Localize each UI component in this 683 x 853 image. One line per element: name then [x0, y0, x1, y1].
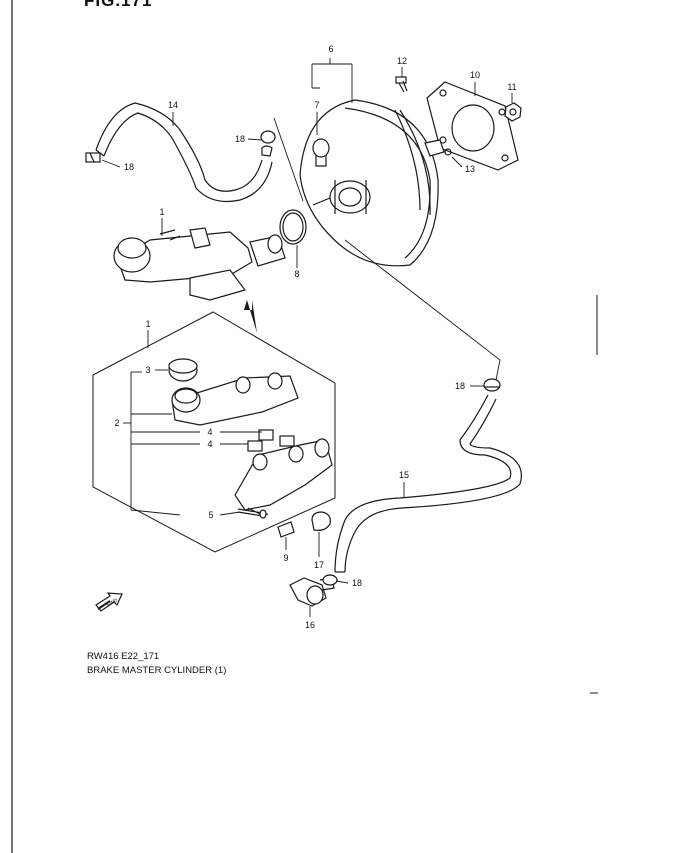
callout-18-bottom: 18: [352, 578, 362, 588]
callout-1-top: 1: [159, 207, 164, 217]
callout-16: 16: [305, 620, 315, 630]
callout-15: 15: [399, 470, 409, 480]
forward-arrow-label: FWD: [106, 597, 119, 608]
callout-7: 7: [314, 100, 319, 110]
callout-3: 3: [145, 365, 150, 375]
clevis: [424, 139, 452, 157]
piston-rod: [237, 508, 267, 519]
diagram-caption: BRAKE MASTER CYLINDER (1): [87, 665, 227, 676]
callout-4-a: 4: [207, 427, 212, 437]
check-valve: [289, 577, 335, 607]
direction-arrow-down: [244, 300, 257, 333]
diagram-code: RW416 E22_171: [87, 651, 160, 662]
clamp-upper: [260, 130, 276, 157]
grommets: [247, 429, 295, 452]
callout-18-left: 18: [124, 162, 134, 172]
callout-2: 2: [114, 418, 119, 428]
hose-15: [334, 394, 522, 573]
callout-11: 11: [507, 82, 516, 92]
bolt: [395, 76, 408, 93]
master-cylinder-assembly: [113, 227, 286, 301]
reservior-cap: [168, 358, 198, 382]
callout-13: 13: [465, 164, 475, 174]
callout-17: 17: [314, 560, 324, 570]
figure-title: FIG.171: [84, 0, 153, 10]
seal-9: [277, 521, 295, 538]
clip-17: [311, 511, 331, 531]
callout-4-b: 4: [207, 439, 212, 449]
cylinder-body: [234, 438, 333, 516]
callout-12: 12: [397, 56, 407, 66]
gasket: [426, 81, 519, 171]
callout-8: 8: [294, 269, 299, 279]
callout-5: 5: [208, 510, 213, 520]
brake-booster: [299, 99, 439, 267]
exploded-box: [92, 311, 336, 553]
nut: [504, 102, 522, 122]
clamp-right: [483, 378, 501, 392]
callout-10: 10: [470, 70, 480, 80]
callout-18-right: 18: [455, 381, 465, 391]
clamp-left: [85, 152, 101, 163]
clamp-bottom: [322, 574, 338, 586]
reservoir: [171, 372, 299, 426]
leader-lines: [101, 58, 513, 617]
callout-1-box: 1: [145, 319, 150, 329]
callout-9: 9: [283, 553, 288, 563]
hose-14: [95, 102, 273, 203]
o-ring: [279, 209, 307, 245]
callout-18-upper: 18: [235, 134, 245, 144]
callout-14: 14: [168, 100, 178, 110]
forward-arrow: [95, 592, 123, 612]
callout-6: 6: [328, 44, 333, 54]
